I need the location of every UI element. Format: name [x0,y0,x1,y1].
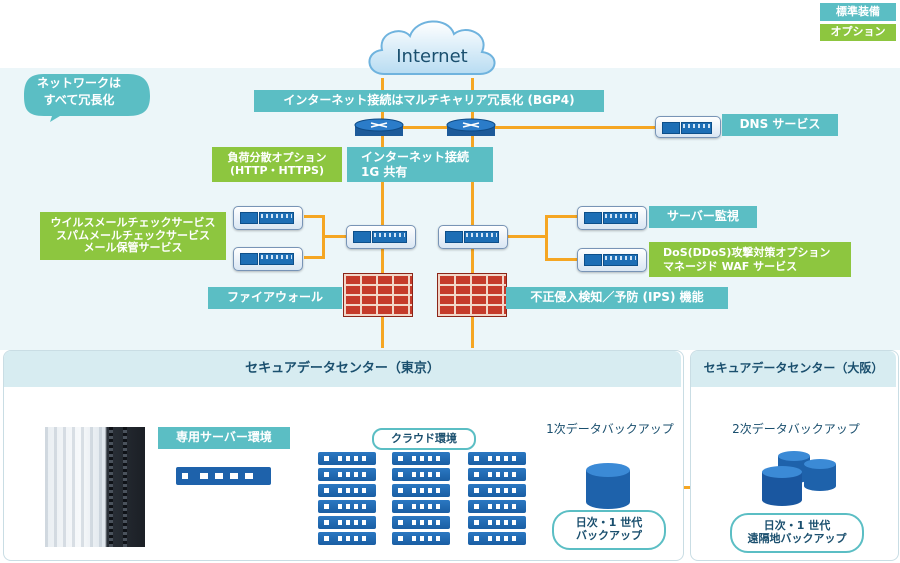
link [545,258,577,261]
link [545,215,577,218]
dedicated-server-icon [176,467,271,485]
mail-server [233,206,303,230]
dos-appliance [577,248,647,272]
link [545,215,548,260]
monitor-server [577,206,647,230]
backup1-line-1: 日次・1 世代 [575,516,643,530]
dc-osaka-header: セキュアデータセンター（大阪） [691,351,896,387]
load-balancer [438,225,508,249]
link [471,78,474,348]
dc-tokyo-header: セキュアデータセンター（東京） [4,351,681,387]
storage-cluster-icon [760,448,840,510]
link [381,78,384,348]
dns-server [655,116,721,138]
backup2-line-2: 遠隔地バックアップ [747,532,847,545]
link [322,235,346,238]
backup1-line-2: バックアップ [576,529,642,542]
loadbalance-label: 負荷分散オプション (HTTP・HTTPS) [212,147,342,182]
backup1-title: 1次データバックアップ [546,422,674,437]
cloud-label: クラウド環境 [372,428,476,450]
backup2-title: 2次データバックアップ [732,422,860,437]
dedicated-server-label: 専用サーバー環境 [158,427,290,449]
backup2-line-1: 日次・1 世代 [763,519,831,533]
mail-line-2: スパムメールチェックサービス [56,228,210,242]
legend-option: オプション [820,24,896,41]
datacenter-photo [45,427,145,547]
load-balancer [346,225,416,249]
bubble-text-1: ネットワークは [36,76,121,91]
connection-label: インターネット接続 1G 共有 [347,147,493,182]
server-monitor-label: サーバー監視 [649,206,757,228]
link [366,126,656,129]
mail-services-label: ウイルスメールチェックサービス スパムメールチェックサービス メール保管サービス [40,212,226,260]
loadbalance-line-2: (HTTP・HTTPS) [229,163,325,177]
mail-line-3: メール保管サービス [83,241,183,255]
cloud-server-rack [468,452,526,548]
dos-label: DoS(DDoS)攻撃対策オプション マネージド WAF サービス [649,242,851,277]
multicarrier-label: インターネット接続はマルチキャリア冗長化 (BGP4) [254,90,604,112]
backup2-badge: 日次・1 世代 遠隔地バックアップ [730,513,864,553]
cloud-server-rack [318,452,376,548]
dos-line-1: DoS(DDoS)攻撃対策オプション [663,246,831,260]
router-icon [354,118,404,138]
backup1-badge: 日次・1 世代 バックアップ [552,510,666,550]
internet-label: Internet [396,45,468,67]
dns-label: DNS サービス [722,114,838,136]
dos-line-2: マネージド WAF サービス [663,259,798,273]
cloud-server-rack [392,452,450,548]
storage-icon [584,462,632,510]
bubble-text-2: すべて冗長化 [43,93,115,108]
legend-standard: 標準装備 [820,3,896,21]
internet-cloud [362,12,502,82]
redundancy-bubble [20,70,156,124]
firewall-icon [343,273,413,317]
connection-line-2: 1G 共有 [361,164,408,179]
connection-line-1: インターネット接続 [361,150,470,165]
firewall-label: ファイアウォール [208,287,342,309]
router-icon [446,118,496,138]
ips-icon [437,273,507,317]
loadbalance-line-1: 負荷分散オプション [227,150,327,164]
mail-server [233,247,303,271]
link [505,235,547,238]
link [304,215,324,218]
ips-label: 不正侵入検知／予防 (IPS) 機能 [506,287,728,309]
mail-line-1: ウイルスメールチェックサービス [50,216,216,230]
link [304,256,324,259]
